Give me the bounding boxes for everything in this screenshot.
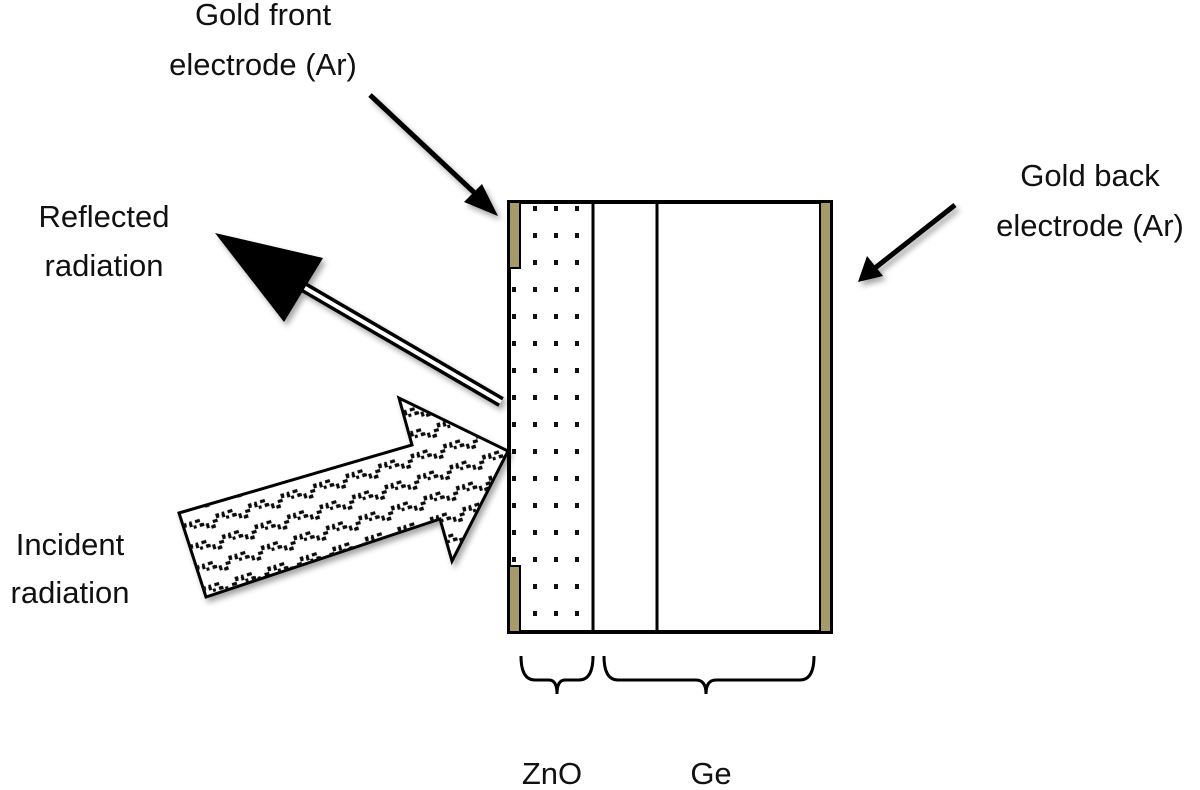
- zno-brace: [519, 655, 595, 695]
- zno-label: ZnO: [522, 756, 582, 790]
- reflected-label-line2: radiation: [45, 248, 164, 283]
- reflected-arrow: [215, 233, 504, 407]
- back-electrode-label-line1: Gold back: [1020, 158, 1160, 193]
- ge-brace: [602, 655, 816, 695]
- back-electrode-pointer: [858, 203, 957, 282]
- incident-label-line2: radiation: [11, 575, 130, 610]
- back-electrode: [819, 201, 832, 633]
- ge-label: Ge: [690, 756, 731, 790]
- zno-layer: [511, 204, 592, 630]
- front-electrode-bottom: [508, 565, 521, 633]
- front-electrode-pointer: [368, 93, 498, 216]
- front-electrode-label-line1: Gold front: [195, 0, 332, 32]
- back-electrode-label-line2: electrode (Ar): [996, 208, 1184, 243]
- reflected-label-line1: Reflected: [39, 199, 170, 234]
- incident-label-line1: Incident: [16, 527, 125, 562]
- front-electrode: [508, 201, 521, 633]
- incident-arrow: [177, 395, 511, 599]
- device-stack: [507, 200, 833, 634]
- front-electrode-top: [508, 201, 521, 269]
- front-electrode-label-line2: electrode (Ar): [169, 47, 357, 82]
